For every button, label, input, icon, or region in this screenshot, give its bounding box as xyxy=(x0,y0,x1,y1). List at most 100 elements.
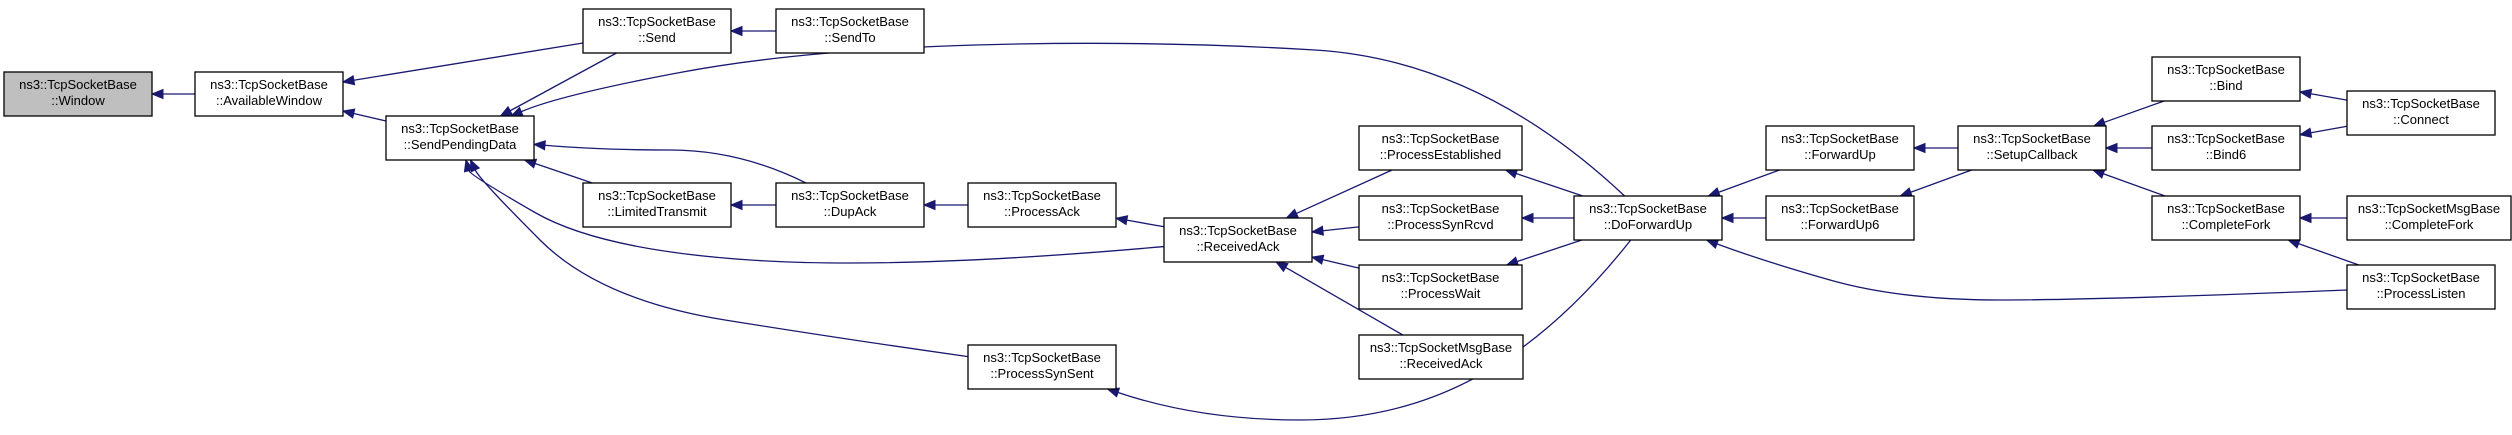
node-method-label: ::Bind6 xyxy=(2206,147,2246,162)
edge-send-to-available-window xyxy=(341,42,584,86)
node-process-ack[interactable]: ns3::TcpSocketBase::ProcessAck xyxy=(967,182,1117,228)
node-class-label: ns3::TcpSocketBase xyxy=(598,188,716,203)
node-forward-up6[interactable]: ns3::TcpSocketBase::ForwardUp6 xyxy=(1765,195,1915,241)
node-msg-received-ack[interactable]: ns3::TcpSocketMsgBase::ReceivedAck xyxy=(1358,334,1524,380)
node-method-label: ::ProcessAck xyxy=(1004,204,1080,219)
node-send-to[interactable]: ns3::TcpSocketBase::SendTo xyxy=(775,8,925,54)
edge-received-ack-to-process-ack xyxy=(1114,215,1165,228)
node-msg-complete-fork[interactable]: ns3::TcpSocketMsgBase::CompleteFork xyxy=(2346,195,2512,241)
arrowhead xyxy=(341,74,356,86)
node-received-ack[interactable]: ns3::TcpSocketBase::ReceivedAck xyxy=(1163,217,1313,263)
edge-complete-fork-to-setup-callback xyxy=(2091,168,2166,197)
node-process-wait[interactable]: ns3::TcpSocketBase::ProcessWait xyxy=(1358,264,1523,310)
node-connect[interactable]: ns3::TcpSocketBase::Connect xyxy=(2346,90,2496,136)
arrowhead xyxy=(469,158,481,173)
arrowhead xyxy=(1275,261,1289,273)
node-setup-callback[interactable]: ns3::TcpSocketBase::SetupCallback xyxy=(1957,125,2107,171)
edge-line xyxy=(2298,243,2360,266)
node-class-label: ns3::TcpSocketBase xyxy=(210,77,328,92)
node-method-label: ::SendPendingData xyxy=(404,137,518,152)
edge-connect-to-bind6 xyxy=(2298,125,2348,138)
edge-do-forward-up-to-process-wait xyxy=(1505,239,1583,267)
edge-line xyxy=(353,42,584,81)
node-method-label: ::ProcessListen xyxy=(2377,286,2466,301)
node-box xyxy=(1358,334,1524,380)
arrowhead xyxy=(1285,208,1300,219)
node-box xyxy=(2346,90,2496,136)
node-box xyxy=(967,344,1117,390)
arrowhead xyxy=(1912,142,1926,154)
edge-line xyxy=(1716,243,2348,301)
edge-layer xyxy=(150,25,2360,421)
node-available-window[interactable]: ns3::TcpSocketBase::AvailableWindow xyxy=(194,71,344,117)
node-method-label: ::ForwardUp xyxy=(1804,147,1876,162)
node-class-label: ns3::TcpSocketMsgBase xyxy=(2358,201,2500,216)
node-class-label: ns3::TcpSocketMsgBase xyxy=(1370,340,1512,355)
arrowhead xyxy=(1899,187,1913,197)
node-method-label: ::DoForwardUp xyxy=(1604,217,1692,232)
edge-line xyxy=(2310,125,2348,134)
node-method-label: ::ReceivedAck xyxy=(1399,356,1483,371)
edge-process-listen-to-do-forward-up xyxy=(1705,239,2348,301)
node-box xyxy=(194,71,344,117)
node-class-label: ns3::TcpSocketBase xyxy=(1179,223,1297,238)
node-process-established[interactable]: ns3::TcpSocketBase::ProcessEstablished xyxy=(1358,125,1523,171)
node-process-listen[interactable]: ns3::TcpSocketBase::ProcessListen xyxy=(2346,264,2496,310)
node-box xyxy=(385,115,535,161)
node-box xyxy=(1957,125,2107,171)
node-class-label: ns3::TcpSocketBase xyxy=(19,77,137,92)
node-class-label: ns3::TcpSocketBase xyxy=(2362,96,2480,111)
node-class-label: ns3::TcpSocketBase xyxy=(1781,201,1899,216)
edge-line xyxy=(353,112,387,122)
node-method-label: ::ReceivedAck xyxy=(1196,239,1280,254)
edge-line xyxy=(1117,239,1632,421)
node-method-label: ::ProcessSynRcvd xyxy=(1387,217,1493,232)
edge-dup-ack-to-limited-transmit xyxy=(729,199,776,211)
node-window: ns3::TcpSocketBase::Window xyxy=(3,71,153,117)
node-box xyxy=(1163,217,1313,263)
node-dup-ack[interactable]: ns3::TcpSocketBase::DupAck xyxy=(775,182,925,228)
node-class-label: ns3::TcpSocketBase xyxy=(1973,131,2091,146)
edge-available-window-to-window xyxy=(150,88,195,100)
node-process-syn-sent[interactable]: ns3::TcpSocketBase::ProcessSynSent xyxy=(967,344,1117,390)
node-method-label: ::Connect xyxy=(2393,112,2449,127)
node-box xyxy=(1765,195,1915,241)
edge-line xyxy=(521,42,1626,197)
arrowhead xyxy=(1720,212,1734,224)
node-do-forward-up[interactable]: ns3::TcpSocketBase::DoForwardUp xyxy=(1573,195,1723,241)
edge-send-to-send-pending-data xyxy=(499,52,617,117)
arrowhead xyxy=(1310,254,1325,265)
arrowhead xyxy=(922,199,936,211)
edge-line xyxy=(474,169,969,358)
edge-process-syn-rcvd-to-received-ack xyxy=(1310,225,1360,236)
edge-line xyxy=(2103,173,2166,197)
arrowhead xyxy=(2104,142,2118,154)
node-box xyxy=(2346,195,2512,241)
arrowhead xyxy=(2298,212,2312,224)
node-send-pending-data[interactable]: ns3::TcpSocketBase::SendPendingData xyxy=(385,115,535,161)
arrowhead xyxy=(150,88,164,100)
node-bind[interactable]: ns3::TcpSocketBase::Bind xyxy=(2151,56,2301,102)
arrowhead xyxy=(532,140,546,151)
node-forward-up[interactable]: ns3::TcpSocketBase::ForwardUp xyxy=(1765,125,1915,171)
node-box xyxy=(1358,195,1523,241)
node-class-label: ns3::TcpSocketBase xyxy=(1781,131,1899,146)
node-class-label: ns3::TcpSocketBase xyxy=(401,121,519,136)
edge-forward-up-to-do-forward-up xyxy=(1707,169,1780,197)
node-box xyxy=(2151,125,2301,171)
node-complete-fork[interactable]: ns3::TcpSocketBase::CompleteFork xyxy=(2151,195,2301,241)
node-box xyxy=(775,182,925,228)
node-method-label: ::SetupCallback xyxy=(1986,147,2078,162)
edge-line xyxy=(544,144,807,184)
arrowhead xyxy=(2091,168,2106,179)
arrowhead xyxy=(729,25,743,37)
node-send[interactable]: ns3::TcpSocketBase::Send xyxy=(582,8,732,54)
edge-bind-to-setup-callback xyxy=(2092,100,2165,128)
node-method-label: ::LimitedTransmit xyxy=(607,204,707,219)
node-bind6[interactable]: ns3::TcpSocketBase::Bind6 xyxy=(2151,125,2301,171)
node-limited-transmit[interactable]: ns3::TcpSocketBase::LimitedTransmit xyxy=(582,182,732,228)
arrowhead xyxy=(1707,187,1721,197)
edge-line xyxy=(468,170,1165,264)
node-process-syn-rcvd[interactable]: ns3::TcpSocketBase::ProcessSynRcvd xyxy=(1358,195,1523,241)
